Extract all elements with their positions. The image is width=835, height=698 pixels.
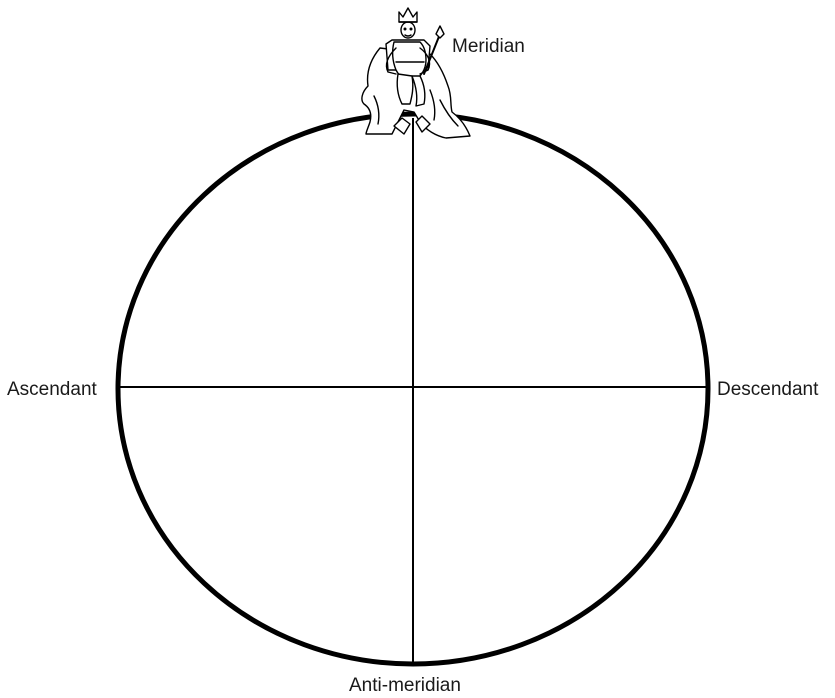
enthroned-king-icon — [362, 8, 470, 138]
anti-meridian-label: Anti-meridian — [349, 676, 461, 695]
descendant-label: Descendant — [717, 380, 818, 399]
ascendant-label: Ascendant — [7, 380, 97, 399]
meridian-label: Meridian — [452, 37, 525, 56]
